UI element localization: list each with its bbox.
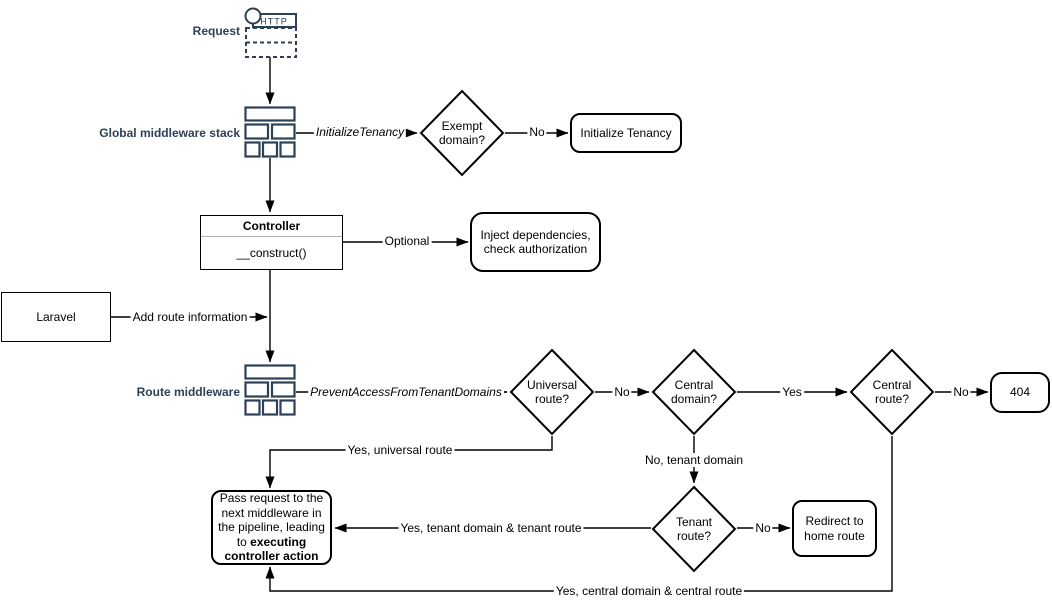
exempt-domain-label: Exempt domain?	[438, 118, 486, 147]
tenant-route-decision: Tenant route?	[651, 485, 737, 573]
route-middleware-label: Route middleware	[136, 385, 240, 399]
tenant-route-label: Tenant route?	[675, 514, 713, 543]
http-request-icon: HTTP	[243, 6, 299, 65]
pass-request-node: Pass request to the next middleware in t…	[211, 490, 332, 565]
universal-route-label: Universal route?	[526, 377, 577, 406]
controller-member: __construct()	[236, 246, 307, 260]
central-domain-decision: Central domain?	[651, 348, 737, 436]
edge-label-no-tenant-domain: No, tenant domain	[642, 453, 746, 467]
middleware-stack-icon	[244, 106, 296, 163]
redirect-home-node: Redirect to home route	[792, 500, 877, 557]
edge-label-initialize-tenancy: InitializeTenancy	[313, 125, 407, 139]
edge-label-prevent-access: PreventAccessFromTenantDomains	[308, 385, 504, 399]
edge-label-yes-universal-route: Yes, universal route	[345, 443, 455, 457]
route-middleware-stack-icon	[244, 364, 296, 421]
laravel-node: Laravel	[1, 292, 111, 342]
not-found-node: 404	[990, 372, 1050, 413]
global-middleware-stack-label: Global middleware stack	[99, 126, 240, 140]
edge-label-universal-no: No	[612, 385, 632, 399]
edge-label-add-route-information: Add route information	[130, 310, 250, 324]
request-label: Request	[192, 24, 240, 38]
edge-label-central-route-no: No	[951, 385, 971, 399]
edge-label-optional: Optional	[382, 234, 432, 248]
edge-label-tenant-route-no: No	[753, 521, 773, 535]
central-route-decision: Central route?	[849, 348, 935, 436]
exempt-domain-decision: Exempt domain?	[419, 89, 505, 177]
universal-route-decision: Universal route?	[509, 348, 595, 436]
central-route-label: Central route?	[872, 377, 912, 406]
edge-label-exempt-no: No	[527, 125, 547, 139]
edge-label-yes-central-route: Yes, central domain & central route	[553, 584, 745, 598]
controller-class-node: Controller __construct()	[200, 215, 343, 270]
http-icon-label: HTTP	[260, 17, 288, 27]
edge-label-yes-tenant-route: Yes, tenant domain & tenant route	[398, 521, 584, 535]
initialize-tenancy-node: Initialize Tenancy	[570, 113, 682, 153]
edge-label-central-domain-yes: Yes	[780, 385, 804, 399]
inject-dependencies-node: Inject dependencies, check authorization	[470, 212, 601, 272]
pass-request-text: Pass request to the next middleware in t…	[218, 490, 325, 564]
central-domain-label: Central domain?	[670, 377, 718, 406]
controller-title: Controller	[201, 216, 342, 237]
